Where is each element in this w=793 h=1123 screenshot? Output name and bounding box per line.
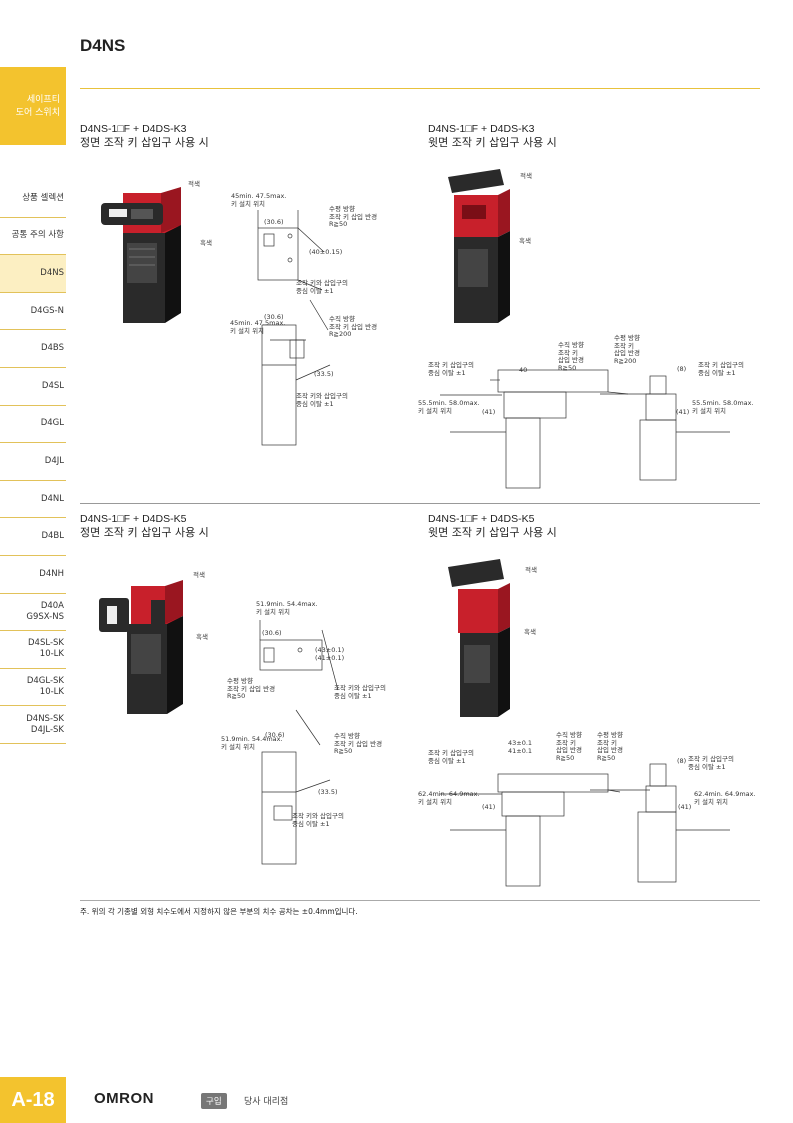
- key-position-label: 62.4min. 64.9max. 키 설치 위치: [418, 790, 480, 806]
- section-1-heading: D4NS-1□F + D4DS-K3 정면 조작 키 삽입구 사용 시: [80, 122, 209, 150]
- switch-photo-top-k3: [448, 169, 510, 323]
- dim-41: 41±0.1: [508, 747, 533, 755]
- brand-logo: OMRON: [94, 1090, 154, 1107]
- dim-306: (30.6): [262, 629, 282, 637]
- sidebar-item[interactable]: D4NS-SK D4JL-SK: [0, 706, 66, 744]
- dim-306: (30.6): [264, 218, 284, 226]
- buy-text: 당사 대리점: [244, 1097, 289, 1107]
- buy-badge: 구입: [201, 1093, 227, 1109]
- dim-43: 43±0.1: [508, 739, 533, 747]
- center-offset-label: 조작 키와 삽입구의 중심 이탈 ±1: [296, 279, 348, 295]
- key-position-label: 55.5min. 58.0max. 키 설치 위치: [418, 399, 480, 415]
- section-model: D4NS-1□F + D4DS-K5: [80, 513, 187, 525]
- section-divider: [80, 503, 760, 504]
- vertical-radius-label: 수직 방향 조작 키 삽입 반경 R≧50: [558, 341, 584, 372]
- sidebar-item[interactable]: 공통 주의 사항: [0, 218, 66, 256]
- section-2-heading: D4NS-1□F + D4DS-K3 윗면 조작 키 삽입구 사용 시: [428, 122, 557, 150]
- horizontal-radius-label: 수평 방향 조작 키 삽입 반경 R≧50: [597, 731, 623, 762]
- center-offset-label: 조작 키 삽입구의 중심 이탈 ±1: [698, 361, 744, 377]
- section-model: D4NS-1□F + D4DS-K3: [428, 123, 535, 135]
- sidebar-item[interactable]: D4GL: [0, 406, 66, 444]
- vertical-radius-label: 수직 방향 조작 키 삽입 반경 R≧50: [556, 731, 582, 762]
- sidebar-item[interactable]: D4NS: [0, 255, 66, 293]
- dim-41: (41): [482, 803, 496, 811]
- section-subtitle: 윗면 조작 키 삽입구 사용 시: [428, 136, 557, 149]
- sidebar-item[interactable]: 상품 셀렉션: [0, 180, 66, 218]
- sidebar-item[interactable]: D4NL: [0, 481, 66, 519]
- tolerance-note: 주. 위의 각 기종별 외형 치수도에서 지정하지 않은 부분의 치수 공차는 …: [80, 907, 358, 916]
- section-subtitle: 정면 조작 키 삽입구 사용 시: [80, 526, 209, 539]
- center-offset-label: 조작 키 삽입구의 중심 이탈 ±1: [428, 749, 474, 765]
- page-title: D4NS: [80, 36, 126, 55]
- dim-41: (41±0.1): [315, 654, 345, 662]
- center-offset-label: 조작 키와 삽입구의 중심 이탈 ±1: [292, 812, 344, 828]
- dim-41: (41): [676, 408, 690, 416]
- sidebar-item[interactable]: D40A G9SX-NS: [0, 594, 66, 632]
- key-position-label: 55.5min. 58.0max. 키 설치 위치: [692, 399, 754, 415]
- section-model: D4NS-1□F + D4DS-K3: [80, 123, 187, 135]
- vertical-radius-label: 수직 방향 조작 키 삽입 반경 R≧200: [329, 315, 378, 338]
- key-position-label: 62.4min. 64.9max. 키 설치 위치: [694, 790, 756, 806]
- key-position-label: 51.9min. 54.4max. 키 설치 위치: [221, 735, 283, 751]
- dim-8: (8): [677, 757, 687, 765]
- dim-306: (30.6): [265, 731, 285, 739]
- sidebar-item[interactable]: D4GL-SK 10-LK: [0, 669, 66, 707]
- section-3-heading: D4NS-1□F + D4DS-K5 정면 조작 키 삽입구 사용 시: [80, 512, 209, 540]
- section-model: D4NS-1□F + D4DS-K5: [428, 513, 535, 525]
- dimension-drawing-front-k3: [257, 210, 331, 446]
- section-subtitle: 윗면 조작 키 삽입구 사용 시: [428, 526, 557, 539]
- red-label: 적색: [520, 172, 532, 180]
- dim-41: (41): [678, 803, 692, 811]
- black-label: 흑색: [519, 237, 531, 245]
- dim-335: (33.5): [314, 370, 334, 378]
- section-subtitle: 정면 조작 키 삽입구 사용 시: [80, 136, 209, 149]
- switch-photo-top-k5: [448, 559, 510, 717]
- center-offset-label: 조작 키와 삽입구의 중심 이탈 ±1: [334, 684, 386, 700]
- red-label: 적색: [193, 571, 205, 579]
- dim-40: 40: [519, 366, 528, 374]
- dimension-drawing-top-k5: [440, 763, 730, 887]
- note-divider: [80, 900, 760, 901]
- center-offset-label: 조작 키 삽입구의 중심 이탈 ±1: [688, 755, 734, 771]
- red-label: 적색: [188, 180, 200, 188]
- sidebar-item[interactable]: D4SL: [0, 368, 66, 406]
- dimension-drawing-top-k3: [440, 369, 730, 489]
- sidebar-item[interactable]: D4JL: [0, 443, 66, 481]
- sidebar-item[interactable]: D4BL: [0, 518, 66, 556]
- sidebar-item[interactable]: D4GS-N: [0, 293, 66, 331]
- key-position-label: 45min. 47.5max. 키 설치 위치: [230, 319, 286, 335]
- category-tab: 세이프티 도어 스위치: [0, 67, 66, 145]
- center-offset-label: 조작 키와 삽입구의 중심 이탈 ±1: [296, 392, 348, 408]
- title-divider: [80, 88, 760, 89]
- dim-40: (40±0.15): [309, 248, 343, 256]
- dim-8: (8): [677, 365, 687, 373]
- horizontal-radius-label: 수평 방향 조작 키 삽입 반경 R≧50: [227, 677, 276, 700]
- switch-photo-front-k3: [101, 187, 181, 323]
- black-label: 흑색: [524, 628, 536, 636]
- red-label: 적색: [525, 566, 537, 574]
- dim-335: (33.5): [318, 788, 338, 796]
- key-position-label: 51.9min. 54.4max. 키 설치 위치: [256, 600, 318, 616]
- switch-photo-front-k5: [99, 580, 183, 714]
- black-label: 흑색: [200, 239, 212, 247]
- sidebar-item[interactable]: D4BS: [0, 330, 66, 368]
- vertical-radius-label: 수직 방향 조작 키 삽입 반경 R≧50: [334, 732, 383, 755]
- dim-43: (43±0.1): [315, 646, 345, 654]
- horizontal-radius-label: 수평 방향 조작 키 삽입 반경 R≧200: [614, 334, 640, 365]
- center-offset-label: 조작 키 삽입구의 중심 이탈 ±1: [428, 361, 474, 377]
- sidebar-item[interactable]: D4SL-SK 10-LK: [0, 631, 66, 669]
- page-number: A-18: [0, 1077, 66, 1123]
- dim-306: (30.6): [264, 313, 284, 321]
- section-4-heading: D4NS-1□F + D4DS-K5 윗면 조작 키 삽입구 사용 시: [428, 512, 557, 540]
- black-label: 흑색: [196, 633, 208, 641]
- dim-41: (41): [482, 408, 496, 416]
- dimension-drawing-front-k5: [259, 620, 339, 865]
- sidebar-item[interactable]: D4NH: [0, 556, 66, 594]
- key-position-label: 45min. 47.5max. 키 설치 위치: [231, 192, 287, 208]
- horizontal-radius-label: 수평 방향 조작 키 삽입 반경 R≧50: [329, 205, 378, 228]
